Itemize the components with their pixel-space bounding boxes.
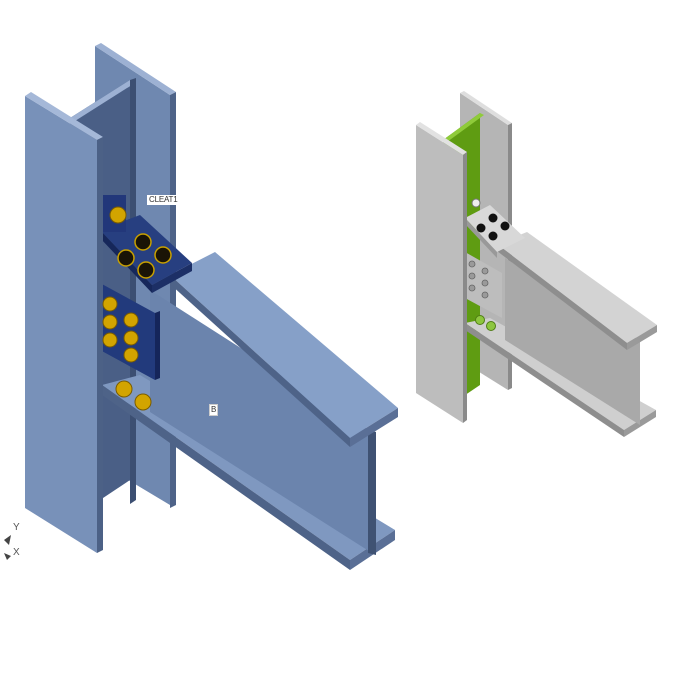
beam-top-flange	[170, 252, 398, 447]
bolt-icon	[123, 347, 139, 363]
grey-beam-top-flange	[497, 232, 657, 350]
beam-web	[150, 290, 376, 555]
grey-bolt-group	[468, 198, 510, 331]
bolt-icon	[134, 393, 152, 411]
bolt-group-gold	[102, 206, 152, 411]
grey-column-front-flange	[416, 122, 467, 423]
blue-connection-model	[25, 43, 398, 570]
bolt-icon	[123, 330, 139, 346]
bolt-icon	[102, 296, 118, 312]
axis-y-label: Y	[13, 522, 20, 533]
bolt-icon	[102, 314, 118, 330]
bolt-icon	[115, 380, 133, 398]
beam-label: B	[209, 404, 219, 416]
column-front-flange	[25, 92, 103, 553]
bolt-icon	[123, 312, 139, 328]
axis-x-label: X	[13, 547, 20, 558]
grey-cleat-top-plate	[465, 205, 525, 258]
cleat-bolt-heads	[117, 233, 172, 279]
cleat-label: CLEAT1	[147, 195, 180, 205]
axis-triad-icon	[4, 535, 11, 560]
grey-beam-web	[505, 258, 640, 425]
bolt-icon	[102, 332, 118, 348]
bolt-icon	[109, 206, 127, 224]
grey-connection-model	[416, 91, 657, 437]
